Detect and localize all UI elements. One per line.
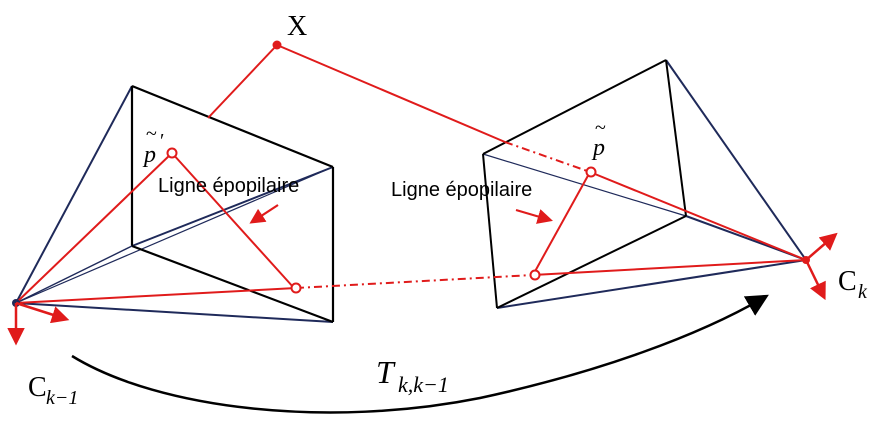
svg-text:k: k	[858, 281, 868, 303]
right-axis-up-arrow	[805, 232, 838, 261]
svg-text:k,k−1: k,k−1	[398, 372, 449, 397]
epipole-right-marker	[529, 269, 541, 281]
baseline-hidden	[295, 274, 534, 289]
left-camera-label: C k−1	[28, 372, 78, 409]
left-camera-axes	[7, 301, 70, 346]
ray-x-to-right-plane	[276, 44, 506, 143]
ray-x-right-hidden	[504, 141, 591, 173]
right-epipolar-pointer-arrow	[515, 208, 553, 224]
epipolar-line-right	[532, 171, 591, 276]
epipole-left-marker	[290, 282, 302, 294]
right-image-point-label: p ~	[591, 117, 606, 161]
left-image-point-label: p ~ ′	[142, 123, 164, 168]
baseline-right-part	[532, 259, 807, 276]
svg-text:C: C	[838, 266, 857, 297]
left-axis-right-arrow	[15, 301, 70, 324]
right-image-plane	[482, 59, 687, 309]
right-camera-label: C k	[838, 266, 868, 303]
point-x-label: X	[287, 11, 307, 42]
svg-text:~: ~	[146, 123, 157, 145]
right-camera-axes	[804, 232, 838, 301]
epipolar-line-left	[171, 152, 295, 289]
left-camera-frustum	[15, 85, 334, 323]
svg-text:p: p	[142, 142, 156, 168]
left-image-plane	[15, 84, 335, 324]
ray-left-center-to-pprime	[15, 152, 173, 304]
svg-text:T: T	[376, 354, 396, 390]
transform-curve-arrow	[71, 294, 769, 414]
left-epipolar-line-label: Ligne épopilaire	[158, 175, 299, 197]
right-axis-down-arrow	[804, 259, 826, 301]
left-epipolar-pointer-arrow	[249, 204, 279, 224]
ray-p-to-right-center	[589, 171, 807, 261]
point-p-marker	[585, 166, 597, 178]
svg-text:C: C	[28, 372, 47, 403]
point-pprime-marker	[166, 147, 178, 159]
baseline-left-part	[15, 287, 297, 304]
svg-text:′: ′	[160, 130, 164, 152]
svg-text:k−1: k−1	[46, 387, 78, 409]
right-epipolar-line-label: Ligne épopilaire	[391, 179, 532, 201]
transform-label: T k,k−1	[376, 354, 449, 397]
point-x-dot	[272, 40, 282, 50]
projection-rays	[15, 44, 807, 304]
svg-text:~: ~	[595, 117, 606, 139]
svg-text:p: p	[591, 135, 605, 161]
ray-x-to-left-plane	[207, 44, 278, 119]
